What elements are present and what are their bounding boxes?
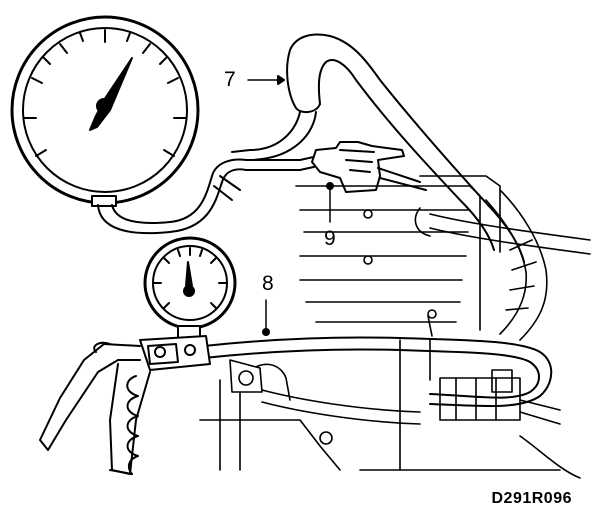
large-pressure-gauge bbox=[12, 17, 198, 206]
hand-pump bbox=[40, 336, 210, 474]
figure-code: D291R096 bbox=[491, 490, 572, 507]
valve-9 bbox=[312, 142, 426, 222]
engine-block bbox=[296, 176, 590, 340]
large-gauge-ticks bbox=[24, 30, 186, 156]
callout-7: 7 bbox=[224, 68, 236, 91]
callout-8: 8 bbox=[262, 272, 274, 295]
engine-lower-parts bbox=[200, 340, 580, 478]
hose-8 bbox=[204, 300, 551, 406]
large-gauge-hose bbox=[98, 156, 318, 233]
callout-9: 9 bbox=[324, 227, 336, 250]
hose-7 bbox=[232, 35, 524, 262]
small-gauge bbox=[145, 238, 235, 340]
